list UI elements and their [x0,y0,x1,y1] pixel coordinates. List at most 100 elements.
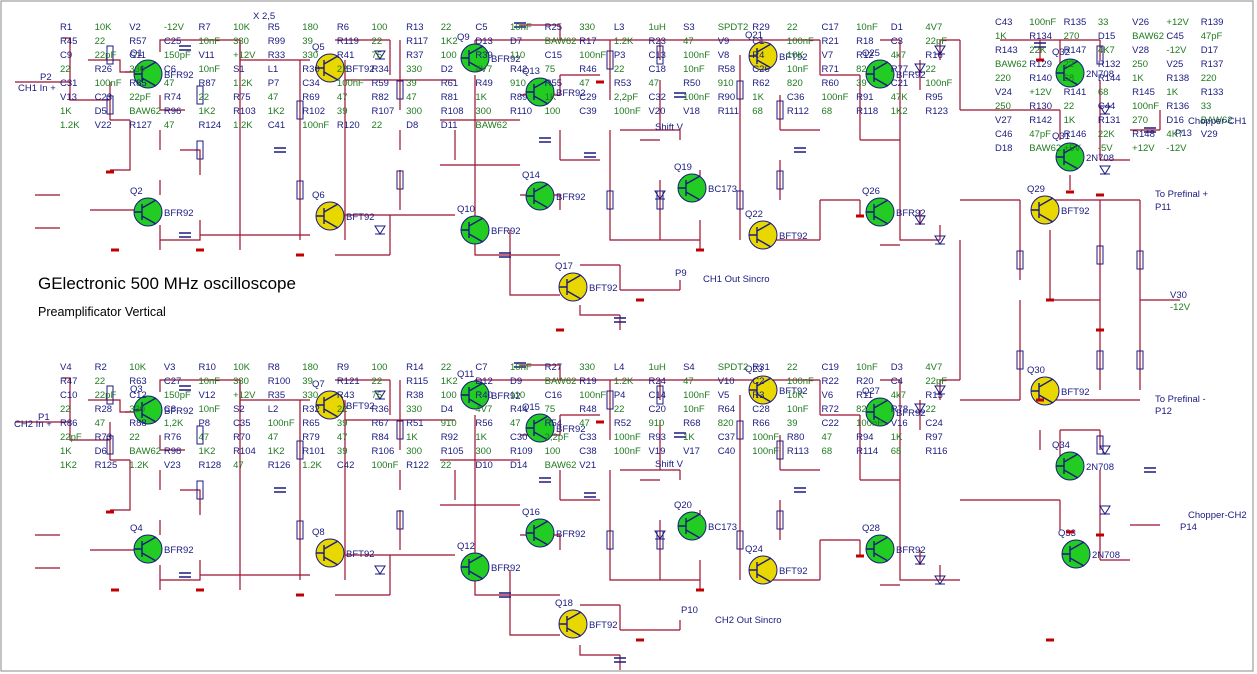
component-label: R133 [1201,87,1224,98]
component-label: R44 [510,404,527,415]
component-label: 10K [233,362,251,373]
component-label: 10K [233,22,251,33]
component-label: D6 [95,446,107,457]
component-label: 1K2 [441,376,458,387]
component-label: R61 [441,78,458,89]
component-label: 100nF [822,92,849,103]
component-label: BAW62 [545,460,577,471]
component-label: 100nF [337,78,364,89]
component-label: 47K [891,92,909,103]
transistor-type: BFR92 [896,70,926,81]
component-label: R46 [579,64,596,75]
component-label: D7 [510,36,522,47]
component-label: V26 [1132,17,1149,28]
component-label: L1 [268,64,279,75]
component-label: 1K2 [198,446,215,457]
capacitor-glyph [179,385,191,391]
transistor-ref: Q29 [1027,184,1045,195]
input-ch2: CH2 In + [14,419,52,430]
v30-value: -12V [1170,302,1191,313]
transistor-type: BFT92 [589,620,618,631]
component-label: R22 [822,376,839,387]
component-label: 2,2pF [614,92,638,103]
component-label: 68 [1064,73,1075,84]
port-p10: P10 [681,605,698,616]
component-label: 10nF [510,22,532,33]
transistor-type: 2N708 [1086,153,1114,164]
component-label: 1K [1064,115,1076,126]
component-label: C31 [60,78,77,89]
component-label: C21 [891,78,908,89]
component-label: P7 [268,78,280,89]
transistor-ref: Q34 [1052,440,1070,451]
component-label: 47pF [1029,129,1051,140]
component-label: BAW62 [1132,31,1164,42]
component-label: R103 [233,106,256,117]
component-label: R123 [925,106,948,117]
component-label: +12V [233,50,256,61]
component-label: 1.2K [60,120,80,131]
transistor-type: BFT92 [779,566,808,577]
component-label: 1K [406,432,418,443]
component-label: C14 [648,390,665,401]
component-label: R19 [579,376,596,387]
transistor-ref: Q23 [745,364,763,375]
component-label: R60 [822,78,839,89]
component-label: 330 [233,376,249,387]
component-label: R79 [302,432,319,443]
component-label: R10 [198,362,215,373]
shift-v-bottom: Shift V [655,459,684,470]
resistor-glyph [196,480,204,500]
transistor-type: BFR92 [164,70,194,81]
transistor-ref: Q27 [862,386,880,397]
transistor-ref: Q25 [862,48,880,59]
component-label: R59 [372,78,389,89]
component-label: V8 [718,50,730,61]
component-label: V5 [718,390,730,401]
transistor-type: BFT92 [779,231,808,242]
component-label: R49 [475,78,492,89]
resistor-glyph [106,45,114,65]
component-label: R99 [268,36,285,47]
component-label: R126 [268,460,291,471]
sync-out-ch2: CH2 Out Sincro [715,615,782,626]
transistor-ref: Q21 [745,30,763,41]
component-label: R63 [129,376,146,387]
component-label: 22pF [95,390,117,401]
capacitor-glyph [794,147,806,153]
component-label: 100 [441,50,457,61]
component-label: 47 [510,418,521,429]
component-label: R2 [95,362,107,373]
diode-glyph [934,235,946,245]
component-label: V29 [1201,129,1218,140]
component-label: C7 [475,362,487,373]
transistor-ref: Q31 [1052,131,1070,142]
component-label: V28 [1132,45,1149,56]
component-label: R148 [1132,129,1155,140]
component-label: C22 [822,418,839,429]
component-label: C44 [1098,101,1115,112]
transistor-ref: Q17 [555,261,573,272]
component-label: 10K [787,390,805,401]
component-label: R35 [268,390,285,401]
component-label: +12V [1132,143,1155,154]
resistor-glyph [606,530,614,550]
component-label: R43 [337,390,354,401]
component-label: R18 [856,36,873,47]
component-label: R62 [752,78,769,89]
component-label: D11 [441,120,458,131]
diagram-subtitle: Preamplificator Vertical [38,305,166,319]
component-label: 10nF [198,376,220,387]
component-label: C9 [60,50,72,61]
component-label: D3 [891,362,903,373]
component-label: R69 [302,92,319,103]
component-label: 330 [302,390,318,401]
component-label: SPDT2 [718,22,749,33]
